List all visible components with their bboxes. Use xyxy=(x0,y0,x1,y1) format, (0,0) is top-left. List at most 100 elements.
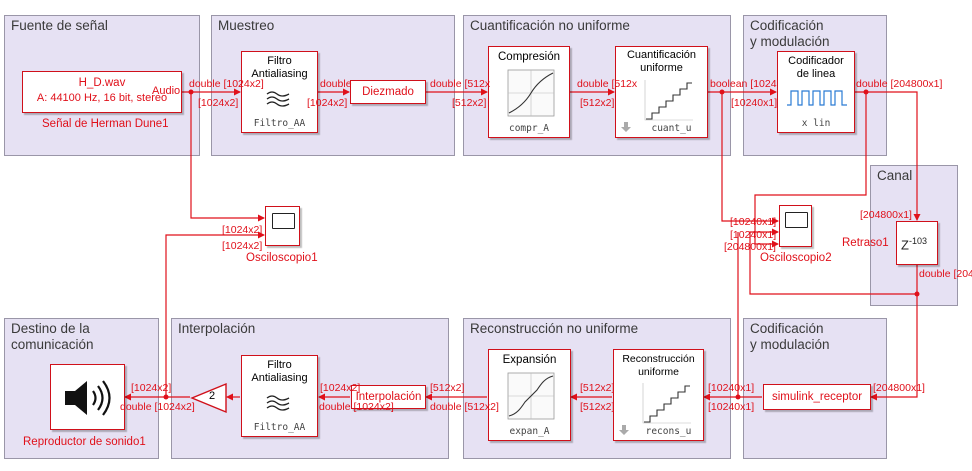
expansion-block[interactable]: Expansión expan_A xyxy=(488,349,571,441)
compresion-block[interactable]: Compresión compr_A xyxy=(488,46,570,138)
gain-block[interactable] xyxy=(190,382,228,414)
receptor-label: simulink_receptor xyxy=(771,391,863,403)
retraso-name: Retraso1 xyxy=(842,237,889,249)
pulse-train-icon xyxy=(787,90,847,106)
staircase-icon xyxy=(642,383,691,424)
signal-label: double [1024x2] xyxy=(189,78,264,90)
compression-curve-icon xyxy=(507,69,555,117)
filtro-antialiasing-2-block[interactable]: Filtro Antialiasing Filtro_AA xyxy=(241,355,318,437)
area-title: Codificación y modulación xyxy=(750,321,830,352)
wire-cod-osc2 xyxy=(754,92,867,248)
diezmado-block[interactable]: Diezmado xyxy=(350,80,426,104)
signal-label: [512x2] xyxy=(580,97,615,109)
osciloscopio2-block[interactable] xyxy=(779,205,812,247)
speaker-icon xyxy=(65,380,111,416)
expansion-curve-icon xyxy=(507,372,555,420)
wire-gain-osc1 xyxy=(165,231,265,397)
source-block-name: Señal de Herman Dune1 xyxy=(42,118,169,130)
signal-label: [1024x2] xyxy=(320,382,361,394)
signal-label: [10240x1] xyxy=(731,97,778,109)
signal-label: [512x2] xyxy=(580,382,615,394)
area-title: Codificación y modulación xyxy=(750,18,830,49)
osciloscopio1-name: Osciloscopio1 xyxy=(246,252,318,264)
wire-retraso-receptor xyxy=(870,265,918,401)
signal-label: [204800x1] xyxy=(873,382,925,394)
interpolacion-label: Interpolación xyxy=(355,391,422,403)
codificador-sub: x lin xyxy=(801,118,831,129)
osciloscopio1-block[interactable] xyxy=(265,206,300,246)
arrow-down-icon xyxy=(619,425,629,435)
osciloscopio2-name: Osciloscopio2 xyxy=(760,252,832,264)
wire-junction xyxy=(863,89,869,95)
diezmado-label: Diezmado xyxy=(362,86,414,98)
retraso-block[interactable]: Z-103 xyxy=(896,221,938,265)
area-title: Reconstrucción no uniforme xyxy=(470,321,639,336)
signal-label: double xyxy=(320,78,352,90)
source-format: A: 44100 Hz, 16 bit, stereo xyxy=(36,92,168,104)
signal-label: [1024x2] xyxy=(198,97,239,109)
filtro2-title: Filtro Antialiasing xyxy=(251,359,308,384)
signal-label: double [204800x1] xyxy=(856,78,943,90)
wire-junction xyxy=(163,394,169,400)
signal-label: double [1024x2] xyxy=(319,401,394,413)
codificador-linea-block[interactable]: Codificador de linea x lin xyxy=(777,51,855,133)
source-block[interactable]: H_D.wav A: 44100 Hz, 16 bit, stereo xyxy=(22,71,182,113)
recons-sub: recons_u xyxy=(645,426,692,437)
retraso-exponent: -103 xyxy=(908,236,927,246)
source-port-label: Audio xyxy=(152,85,181,97)
wire-cod-retraso xyxy=(855,91,921,221)
recons-title: Reconstrucción uniforme xyxy=(622,353,695,378)
scope-screen-icon xyxy=(272,213,295,229)
compresion-sub: compr_A xyxy=(508,123,550,134)
area-title: Destino de la comunicación xyxy=(11,321,94,352)
wire-retraso-feedback xyxy=(749,228,917,295)
interpolacion-block[interactable]: Interpolación xyxy=(351,385,426,409)
retraso-symbol: Z-103 xyxy=(901,236,927,252)
signal-label: double [204 xyxy=(919,268,972,280)
lowpass-icon xyxy=(266,395,290,411)
wire-junction xyxy=(188,89,194,95)
signal-label: [10240x1] xyxy=(730,229,777,241)
source-filename: H_D.wav xyxy=(78,77,126,89)
signal-label: [204800x1] xyxy=(860,209,912,221)
signal-label: [10240x1] xyxy=(730,216,777,228)
signal-label: [204800x1] xyxy=(724,241,776,253)
area-title: Cuantificación no uniforme xyxy=(470,18,630,33)
staircase-icon xyxy=(644,80,693,121)
codificador-title: Codificador de linea xyxy=(788,55,844,80)
scope-screen-icon xyxy=(785,212,808,228)
area-title: Interpolación xyxy=(178,321,256,336)
wire-junction xyxy=(735,394,741,400)
signal-label: [512x2] xyxy=(430,382,465,394)
signal-label: [1024x2] xyxy=(307,97,348,109)
filtro-title: Filtro Antialiasing xyxy=(251,55,308,80)
compresion-title: Compresión xyxy=(498,51,560,63)
signal-label: [1024x2] xyxy=(222,240,263,252)
signal-label: double [1024x2] xyxy=(120,401,195,413)
reproductor-sonido-block[interactable] xyxy=(50,364,125,430)
signal-label: double [512x2] xyxy=(430,401,499,413)
reconstruccion-uniforme-block[interactable]: Reconstrucción uniforme recons_u xyxy=(613,349,704,441)
area-title: Muestreo xyxy=(218,18,275,33)
signal-label: [10240x1] xyxy=(708,401,755,413)
area-title: Fuente de señal xyxy=(11,18,108,33)
simulink-receptor-block[interactable]: simulink_receptor xyxy=(763,384,871,410)
cuant-sub: cuant_u xyxy=(651,123,692,134)
signal-label: [1024x2] xyxy=(131,382,172,394)
signal-label: boolean [1024 xyxy=(710,78,777,90)
cuantificacion-uniforme-block[interactable]: Cuantificación uniforme cuant_u xyxy=(615,46,708,138)
filtro-antialiasing-block[interactable]: Filtro Antialiasing Filtro_AA xyxy=(241,51,318,133)
signal-label: double [512x xyxy=(430,78,491,90)
expansion-sub: expan_A xyxy=(509,426,550,437)
signal-label: [512x2] xyxy=(452,97,487,109)
wire-source-osc1 xyxy=(190,92,265,222)
wire-cuant-osc2 xyxy=(721,92,779,225)
arrow-down-icon xyxy=(621,122,631,132)
signal-label: double [512x xyxy=(577,78,638,90)
lowpass-icon xyxy=(266,91,290,107)
gain-value: 2 xyxy=(209,390,216,402)
area-canal[interactable]: Canal xyxy=(870,165,958,306)
wire-junction xyxy=(719,89,725,95)
filtro-sub: Filtro_AA xyxy=(253,118,306,129)
